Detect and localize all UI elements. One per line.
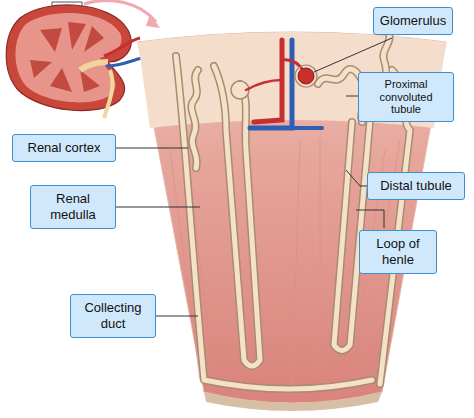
callout-label: Distal tubule (373, 178, 459, 194)
callout-box: Renal cortex (12, 134, 116, 162)
callout-label: Proximal convoluted tubule (364, 78, 448, 116)
callout-box: Distal tubule (367, 172, 465, 200)
callout-box: Glomerulus (373, 7, 453, 35)
callout-label: Renal cortex (18, 140, 110, 156)
leader-lines (116, 38, 392, 316)
callout-label: Glomerulus (379, 13, 447, 29)
kidney-thumbnail (6, 1, 160, 118)
blood-vessels (246, 40, 322, 128)
callout-label: Collecting duct (76, 300, 150, 331)
bowman-capsule (295, 65, 317, 87)
callout-box: Collecting duct (70, 294, 156, 337)
callout-label: Loop of henle (365, 236, 431, 267)
callout-box: Loop of henle (359, 230, 437, 273)
callout-label: Renal medulla (36, 191, 110, 222)
glomerulus-ball (298, 68, 314, 84)
callout-box: Renal medulla (30, 185, 116, 228)
callout-box: Proximal convoluted tubule (358, 72, 454, 122)
